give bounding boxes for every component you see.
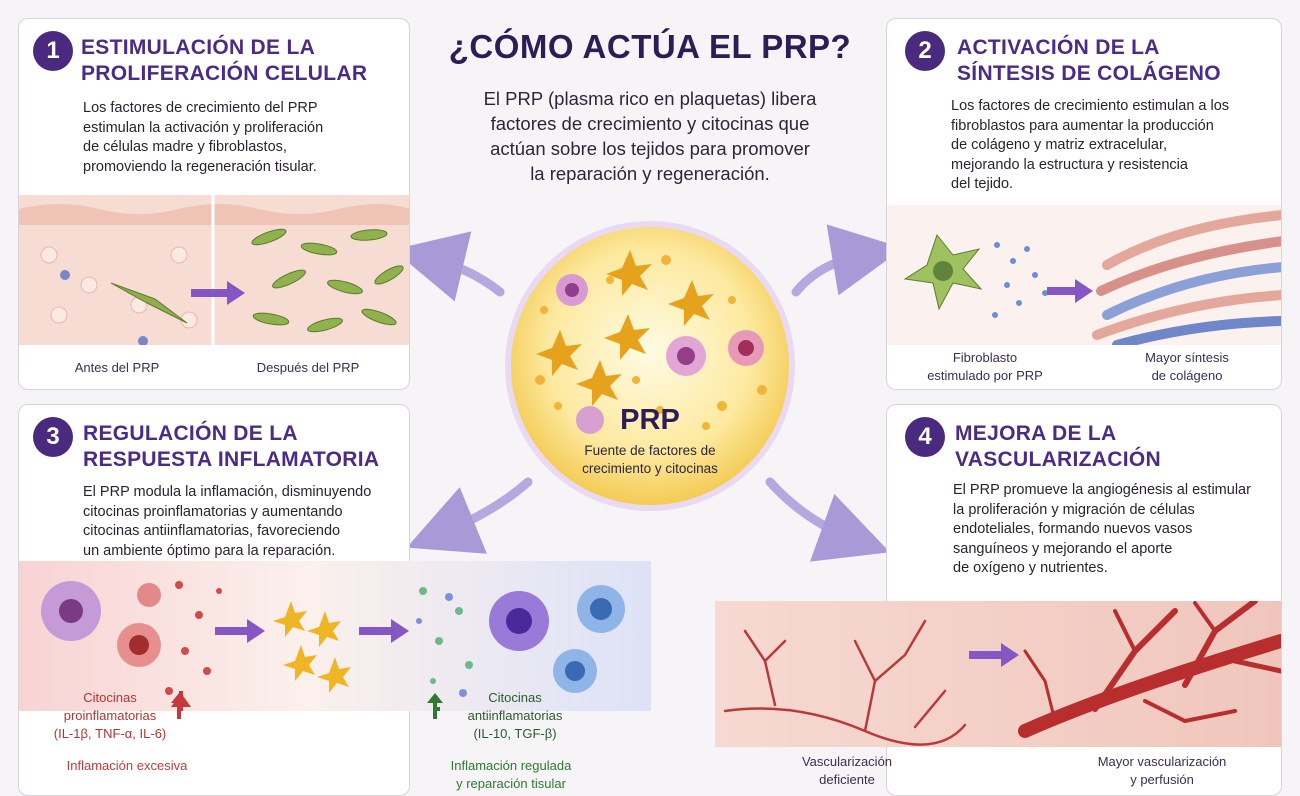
- arrow-up-green: [427, 693, 443, 719]
- step-badge-2: 2: [905, 31, 945, 71]
- fibroblast-before: [110, 282, 188, 324]
- main-description: El PRP (plasma rico en plaquetas) libera…: [483, 88, 817, 184]
- arrow-to-panel-3: [406, 477, 533, 554]
- arrow-to-panel-2: [791, 224, 904, 297]
- step-badge-4: 4: [905, 417, 945, 457]
- main-title: ¿CÓMO ACTÚA EL PRP?: [448, 28, 852, 65]
- arrow-up-red: [171, 693, 187, 719]
- deficient-vessels: [723, 619, 967, 746]
- panel-3-text: El PRP modula la inflamación, disminuyen…: [83, 484, 372, 559]
- step-badge-1: 1: [33, 31, 73, 71]
- arrow-to-panel-4: [765, 477, 890, 562]
- plasma-particles: [535, 255, 767, 430]
- collagen-illustration: [887, 205, 1281, 345]
- proinflammatory-cells: [41, 581, 161, 667]
- prp-subtitle: Fuente de factores de crecimiento y cito…: [582, 443, 718, 476]
- growth-factor-stars: [536, 250, 714, 406]
- platelet-cells: [556, 274, 764, 434]
- tissue-illustration: [19, 195, 409, 345]
- caption-before: Antes del PRP: [74, 360, 160, 375]
- prp-title: PRP: [620, 404, 680, 436]
- prp-sphere: [505, 221, 795, 511]
- panel-2-text: Los factores de crecimiento estimulan a …: [951, 98, 1230, 192]
- platelet-stars: [273, 601, 351, 693]
- caption-after: Después del PRP: [256, 360, 360, 375]
- vascular-illustration: [715, 601, 1281, 747]
- panel-4-text: El PRP promueve la angiogénesis al estim…: [953, 482, 1251, 576]
- inflammation-illustration: [19, 561, 651, 711]
- caption-excessive-inflammation: Inflamación excesiva: [66, 758, 188, 773]
- step-badge-3: 3: [33, 417, 73, 457]
- fibroblasts-after: [251, 228, 404, 333]
- improved-vessels: [1018, 601, 1281, 738]
- collagen-fibers: [1092, 210, 1281, 345]
- arrow-to-panel-1: [392, 231, 505, 302]
- antiinflammatory-cells: [489, 585, 625, 693]
